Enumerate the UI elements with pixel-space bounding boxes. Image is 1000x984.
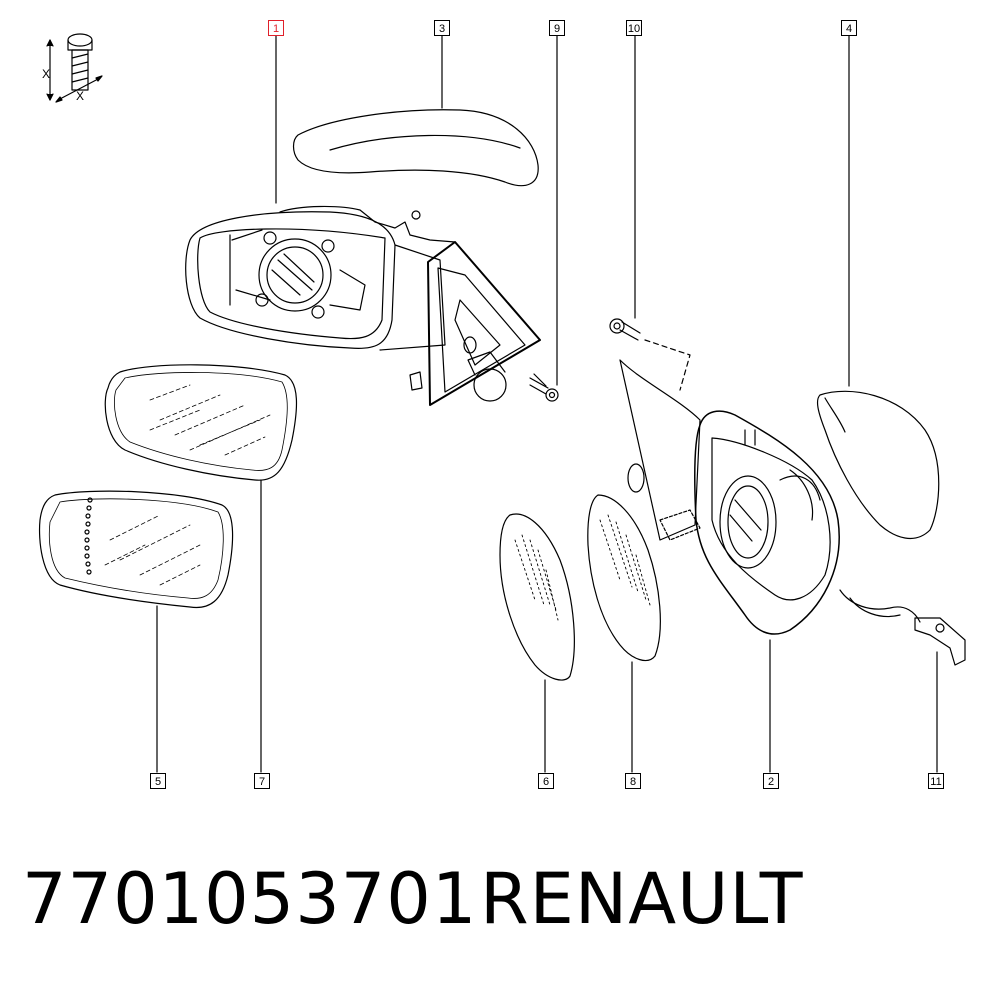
exploded-mirror-diagram: X X: [38, 33, 966, 773]
cable-connector-part-11: [839, 589, 966, 666]
mirror-cover-part-3: [292, 109, 539, 187]
brand-name: RENAULT: [480, 858, 804, 940]
callout-6[interactable]: 6: [538, 773, 554, 789]
callout-7[interactable]: 7: [254, 773, 270, 789]
callout-9[interactable]: 9: [549, 20, 565, 36]
mirror-glass-part-7: [104, 364, 298, 481]
callout-10[interactable]: 10: [626, 20, 642, 36]
callout-4[interactable]: 4: [841, 20, 857, 36]
mirror-assembly-part-1: [185, 205, 541, 406]
svg-text:X: X: [76, 89, 84, 103]
turn-signal-leds: [84, 497, 93, 575]
callout-2[interactable]: 2: [763, 773, 779, 789]
assembly-dashed-line: [644, 339, 691, 391]
part-number: 7701053701: [22, 858, 478, 940]
svg-text:X: X: [42, 67, 50, 81]
screw-part-10: [609, 318, 641, 341]
screw-part-9: [529, 373, 559, 402]
callout-11[interactable]: 11: [928, 773, 944, 789]
mirror-cover-part-4: [816, 390, 940, 540]
bolt-dimension-symbol: X X: [42, 33, 103, 103]
callout-3[interactable]: 3: [434, 20, 450, 36]
mirror-housing-part-2: [619, 359, 840, 635]
callout-1[interactable]: 1: [268, 20, 284, 36]
mirror-glass-part-8: [587, 494, 661, 662]
mirror-glass-part-5: [38, 490, 234, 609]
callout-8[interactable]: 8: [625, 773, 641, 789]
callout-5[interactable]: 5: [150, 773, 166, 789]
mirror-glass-part-6: [499, 513, 575, 681]
